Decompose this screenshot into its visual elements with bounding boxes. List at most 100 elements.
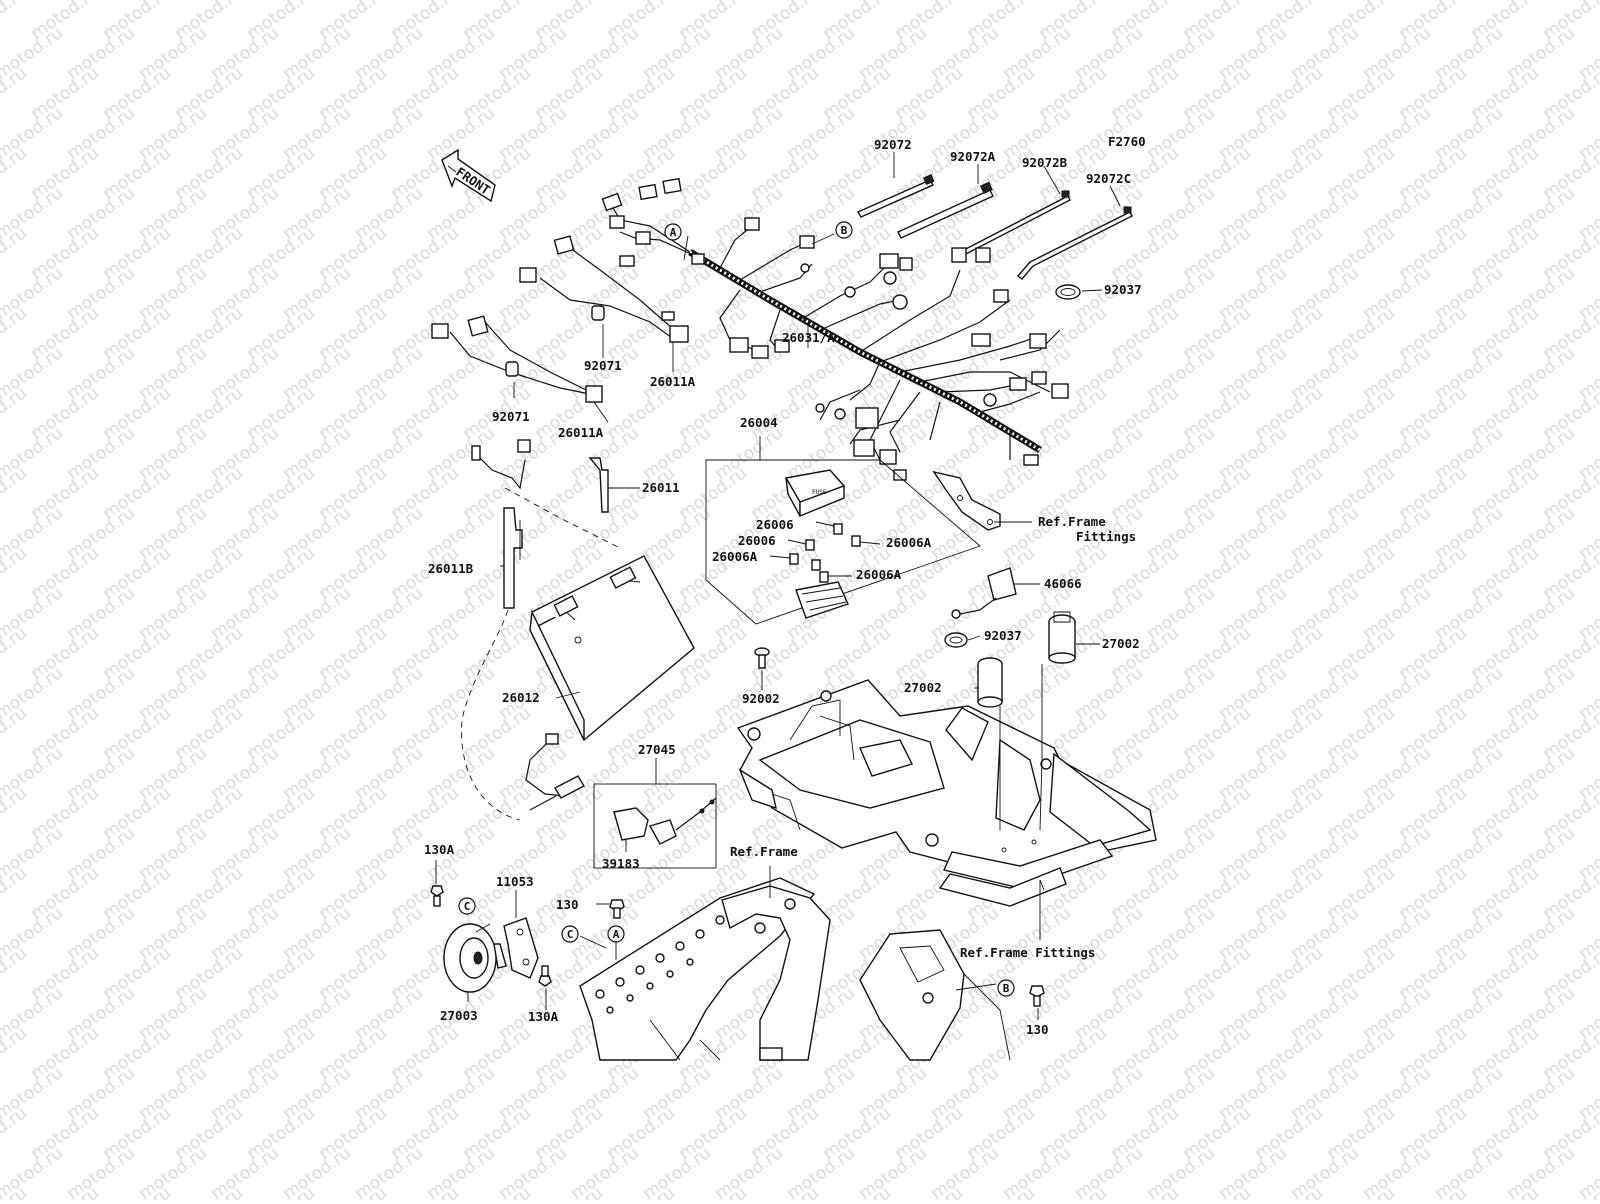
callout-c-center-label: C: [567, 928, 574, 941]
sub-harness-26011a-upper-icon: [519, 235, 689, 343]
cable-tie-92072c-icon: [1016, 206, 1133, 280]
part-label-27002-right[interactable]: 27002: [1102, 636, 1140, 651]
callout-b-lower: B: [997, 979, 1015, 997]
callout-c-center: C: [561, 925, 579, 943]
watermark-text: motod.ru: [0, 1023, 31, 1084]
part-label-92072a[interactable]: 92072A: [950, 149, 996, 164]
part-label-130a-upper[interactable]: 130A: [424, 842, 455, 857]
switch-27002-left-icon: [977, 657, 1003, 708]
part-label-46066[interactable]: 46066: [1044, 576, 1082, 591]
relay-27045-group-icon: [593, 783, 717, 869]
callout-b-lower-label: B: [1003, 982, 1010, 995]
watermark-text: motod.ru: [0, 383, 31, 444]
battery-tray-frame-fitting-icon: [736, 679, 1157, 907]
sensor-lead-icon: [525, 733, 585, 811]
figure-code: F2760: [1108, 134, 1146, 149]
bolt-130-center-icon: [609, 899, 625, 919]
part-label-26006a-right[interactable]: 26006A: [886, 535, 932, 550]
watermark-text: motod.ru: [0, 0, 31, 44]
ref-frame-center: Ref.Frame: [730, 844, 798, 859]
main-wiring-harness-icon: [601, 177, 1069, 481]
watermark-text: motod.ru: [0, 543, 31, 604]
fuse-box-26004-group-icon: FUSE: [705, 459, 981, 625]
bolt-130-right-icon: [1029, 985, 1045, 1007]
ref-frame-fittings-upper-line2: Fittings: [1076, 529, 1136, 544]
part-label-92072[interactable]: 92072: [874, 137, 912, 152]
watermark-text: motod.ru: [0, 1103, 31, 1164]
ref-frame-fittings-upper-line1: Ref.Frame: [1038, 514, 1106, 529]
fitting-bracket-icon: [932, 470, 1001, 531]
part-label-26011b[interactable]: 26011B: [428, 561, 474, 576]
clamp-92037-icon: [1055, 284, 1081, 300]
watermark-text: motod.ru: [0, 63, 31, 124]
callout-c-left-label: C: [464, 900, 471, 913]
part-label-92071-lower[interactable]: 92071: [492, 409, 530, 424]
callout-c-left: C: [458, 897, 476, 915]
battery-26012-icon: [529, 555, 695, 742]
part-label-26031a[interactable]: 26031/A: [782, 330, 835, 345]
battery-lead-26011-icon: [471, 439, 609, 513]
part-drawings: FRONT: [430, 148, 1157, 1061]
callout-b-upper-label: B: [841, 224, 848, 237]
callout-a-center: A: [607, 925, 625, 943]
part-label-130-center[interactable]: 130: [556, 897, 579, 912]
switch-27002-right-icon: [1048, 611, 1076, 664]
main-frame-icon: [579, 877, 1011, 1061]
bolt-130a-upper-icon: [430, 885, 444, 907]
part-label-26012[interactable]: 26012: [502, 690, 540, 705]
watermark-text: motod.ru: [0, 463, 31, 524]
callout-markers: A B C C A B: [458, 221, 1015, 997]
part-label-130-right[interactable]: 130: [1026, 1022, 1049, 1037]
watermark-text: motod.ru: [0, 863, 31, 924]
horn-bracket-11053-icon: [503, 917, 539, 979]
part-label-92002[interactable]: 92002: [742, 691, 780, 706]
part-label-26006a-bottom[interactable]: 26006A: [856, 567, 902, 582]
part-label-27003[interactable]: 27003: [440, 1008, 478, 1023]
screw-92002-icon: [754, 647, 770, 669]
callout-a-center-label: A: [613, 928, 620, 941]
cable-tie-92072-icon: [856, 174, 935, 218]
connector-46066-icon: [951, 567, 1017, 619]
part-label-26004[interactable]: 26004: [740, 415, 778, 430]
sub-harness-26011a-lower-icon: [431, 315, 603, 403]
callout-a-upper-label: A: [670, 226, 677, 239]
reference-labels: Ref.Frame Fittings Ref.Frame Ref.Frame F…: [730, 514, 1136, 960]
ref-frame-fittings-lower: Ref.Frame Fittings: [960, 945, 1095, 960]
part-label-26011a-upper[interactable]: 26011A: [650, 374, 696, 389]
part-label-92072b[interactable]: 92072B: [1022, 155, 1068, 170]
part-labels: F2760 92072 92072A 92072B 92072C 92037 9…: [424, 134, 1146, 1037]
battery-lead-26011b-icon: [503, 507, 523, 609]
part-label-26006-upper[interactable]: 26006: [756, 517, 794, 532]
leader-lines: [435, 152, 1121, 1020]
part-label-27045[interactable]: 27045: [638, 742, 676, 757]
watermark-text: motod.ru: [0, 703, 31, 764]
part-label-39183[interactable]: 39183: [602, 856, 640, 871]
part-label-26006-lower[interactable]: 26006: [738, 533, 776, 548]
part-label-130a-lower[interactable]: 130A: [528, 1009, 559, 1024]
part-label-92037-upper[interactable]: 92037: [1104, 282, 1142, 297]
part-label-26011[interactable]: 26011: [642, 480, 680, 495]
callout-b-upper: B: [835, 221, 853, 239]
bolt-130a-lower-icon: [538, 965, 552, 987]
watermark-text: motod.ru: [0, 783, 31, 844]
horn-27003-icon: [443, 923, 507, 993]
part-label-27002-left[interactable]: 27002: [904, 680, 942, 695]
part-label-92072c[interactable]: 92072C: [1086, 171, 1131, 186]
watermark-text: motod.ru: [0, 143, 31, 204]
callout-a-upper: A: [664, 223, 682, 241]
part-label-26006a-left[interactable]: 26006A: [712, 549, 758, 564]
watermark-text: motod.ru: [0, 943, 31, 1004]
watermark-text: motod.ru: [0, 223, 31, 284]
cable-tie-92072a-icon: [897, 181, 994, 239]
part-label-92071-upper[interactable]: 92071: [584, 358, 622, 373]
part-label-92037-lower[interactable]: 92037: [984, 628, 1022, 643]
part-label-11053[interactable]: 11053: [496, 874, 534, 889]
svg-text:FUSE: FUSE: [812, 489, 827, 496]
clamp-92037-lower-icon: [944, 632, 968, 648]
watermark-text: motod.ru: [1575, 0, 1600, 4]
part-label-26011a-lower[interactable]: 26011A: [558, 425, 604, 440]
watermark-text: motod.ru: [0, 303, 31, 364]
watermark-text: motod.ru: [0, 623, 31, 684]
